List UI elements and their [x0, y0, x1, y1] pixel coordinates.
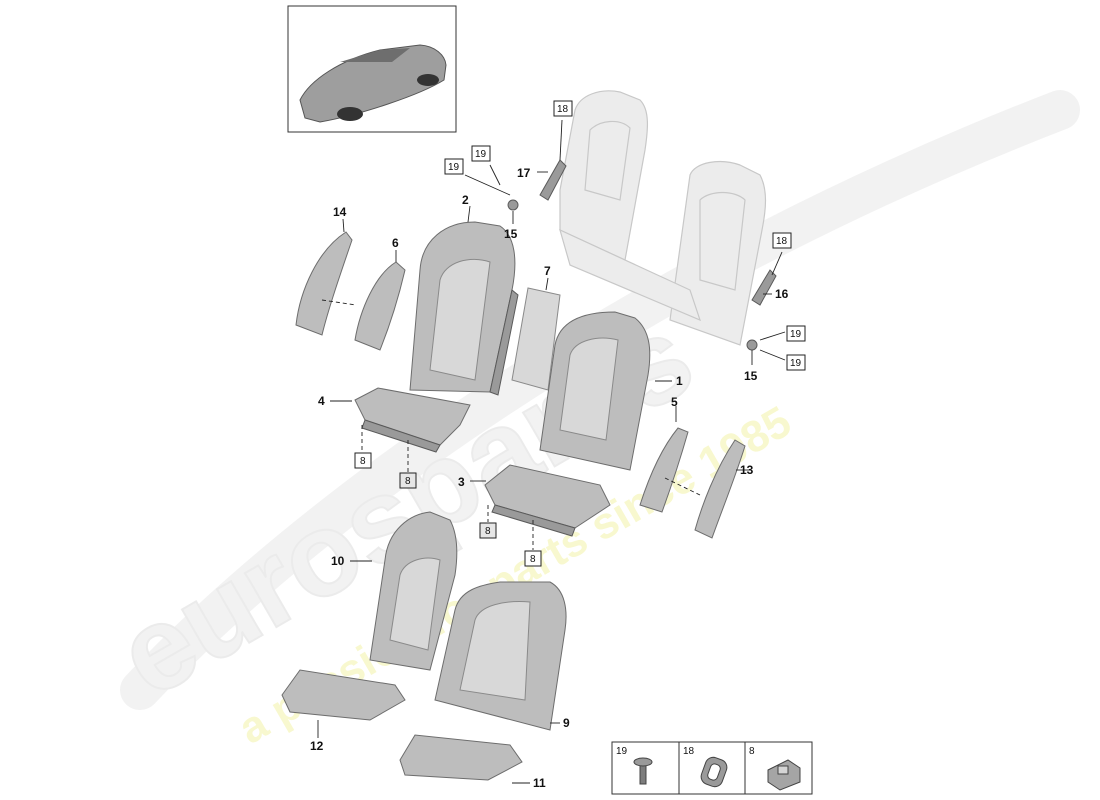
svg-text:8: 8 — [530, 554, 536, 565]
ref-box-8-c: 8 — [479, 522, 497, 539]
grommet-icon — [700, 756, 728, 788]
callout-15-lower: 15 — [744, 369, 758, 383]
ref-box-8-b: 8 — [399, 472, 417, 489]
callout-5: 5 — [671, 395, 678, 409]
callout-4: 4 — [318, 394, 325, 408]
legend-item-18[interactable]: 18 — [683, 746, 729, 789]
callout-14: 14 — [333, 205, 347, 219]
part-6-side-panel[interactable] — [354, 261, 406, 351]
callout-3: 3 — [458, 475, 465, 489]
callout-2: 2 — [462, 193, 469, 207]
svg-text:19: 19 — [790, 358, 802, 369]
part-15-hinge-upper[interactable] — [507, 199, 519, 211]
svg-text:8: 8 — [360, 456, 366, 467]
part-7-rear-panel[interactable] — [511, 287, 561, 391]
ref-box-8-a: 8 — [354, 452, 372, 469]
callout-9: 9 — [563, 716, 570, 730]
legend-item-8[interactable]: 8 — [749, 746, 801, 791]
callout-1: 1 — [676, 374, 683, 388]
callout-12: 12 — [310, 739, 324, 753]
part-12-seat-cover[interactable] — [281, 669, 406, 721]
callout-6: 6 — [392, 236, 399, 250]
ref-box-19-d: 19 — [786, 354, 806, 371]
callout-15-upper: 15 — [504, 227, 518, 241]
callout-11: 11 — [533, 776, 546, 790]
svg-text:8: 8 — [749, 746, 755, 757]
part-9-backrest-cover[interactable] — [434, 581, 567, 731]
svg-text:18: 18 — [776, 236, 788, 247]
part-14-side-trim[interactable] — [295, 231, 353, 336]
part-16-bracket[interactable] — [751, 269, 777, 306]
part-2-backrest[interactable] — [409, 221, 519, 396]
callout-13: 13 — [740, 463, 754, 477]
ref-box-8-d: 8 — [524, 550, 542, 567]
svg-text:8: 8 — [405, 476, 411, 487]
car-thumbnail — [287, 5, 457, 133]
ref-box-19-c: 19 — [786, 325, 806, 342]
ref-box-18-upper: 18 — [553, 100, 573, 117]
callout-labels: 14 2 6 7 4 1 3 5 13 10 9 12 11 17 16 15 … — [310, 166, 789, 790]
ref-box-19-b: 19 — [471, 145, 491, 162]
svg-text:19: 19 — [475, 149, 487, 160]
part-1-backrest[interactable] — [539, 311, 651, 471]
part-11-seat-cover[interactable] — [399, 734, 523, 781]
clip-icon — [767, 759, 801, 791]
part-3-seat-cushion[interactable] — [484, 464, 611, 537]
svg-text:19: 19 — [790, 329, 802, 340]
callout-7: 7 — [544, 264, 551, 278]
part-13-side-trim[interactable] — [694, 439, 746, 539]
callout-10: 10 — [331, 554, 345, 568]
part-4-seat-cushion[interactable] — [354, 387, 471, 453]
ref-box-19-a: 19 — [444, 158, 464, 175]
svg-text:8: 8 — [485, 526, 491, 537]
ref-box-18-lower: 18 — [772, 232, 792, 249]
legend-item-19[interactable]: 19 — [616, 746, 653, 785]
svg-text:18: 18 — [683, 746, 695, 757]
part-10-backrest-cover[interactable] — [369, 511, 458, 671]
svg-text:18: 18 — [557, 104, 569, 115]
svg-text:19: 19 — [448, 162, 460, 173]
callout-17: 17 — [517, 166, 531, 180]
part-17-bracket[interactable] — [539, 159, 567, 201]
boxed-references: 18 18 19 19 19 19 8 8 8 8 — [354, 100, 806, 567]
callout-16: 16 — [775, 287, 789, 301]
part-5-side-panel[interactable] — [639, 427, 689, 513]
part-15-hinge-lower[interactable] — [746, 339, 758, 351]
screw-icon — [633, 757, 653, 785]
svg-text:19: 19 — [616, 746, 628, 757]
seat-frame-ghost — [559, 90, 767, 346]
leader-lines — [317, 119, 786, 784]
hardware-legend: 19 18 8 — [611, 741, 813, 795]
